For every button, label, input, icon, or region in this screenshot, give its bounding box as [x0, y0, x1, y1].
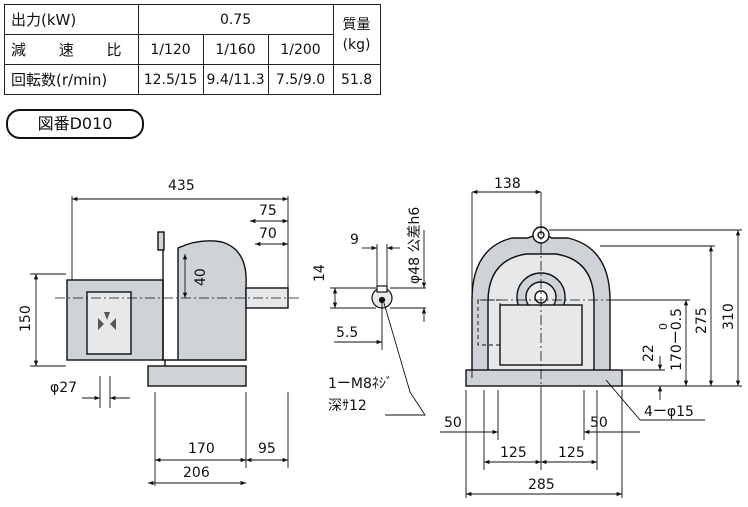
mass-label-line1: 質量 — [342, 16, 371, 33]
speed-cell: 9.4/11.3 — [202, 64, 269, 95]
side-view — [55, 231, 300, 387]
speed-cell: 12.5/15 — [137, 64, 204, 95]
dim-overall-length: 435 — [168, 178, 195, 194]
tap-note-line2: 深ｻ12 — [328, 398, 367, 414]
dim-foot-125-right: 125 — [558, 445, 585, 461]
front-base — [465, 369, 623, 387]
front-view — [465, 225, 623, 390]
terminal-box — [86, 291, 132, 355]
base-foot — [147, 365, 247, 387]
dim-shaft-height-40: 40 — [193, 268, 209, 286]
dim-front-138: 138 — [494, 176, 521, 192]
shaft-end-detail — [371, 285, 393, 309]
brand-logo — [98, 312, 116, 330]
dim-front-170: 170ー0.5 — [669, 308, 685, 371]
dim-front-310: 310 — [721, 303, 737, 330]
dim-key-5-5: 5.5 — [336, 325, 358, 341]
dim-front-22: 22 — [641, 344, 657, 362]
spec-table: 出力(kW) 0.75 質量 (kg) 減 速 比 1/120 1/160 1/… — [4, 4, 381, 95]
mass-label-line2: (kg) — [342, 36, 371, 53]
ratio-label: 減 速 比 — [4, 34, 139, 65]
dim-motor-dia: φ27 — [50, 380, 77, 396]
output-label: 出力(kW) — [4, 4, 139, 35]
eye-bolt — [157, 231, 165, 251]
dim-key-14: 14 — [312, 264, 328, 282]
tap-note-line1: 1ーM8ﾈｼﾞ — [328, 376, 393, 392]
dim-key-9: 9 — [350, 232, 359, 248]
dim-motor-height: 150 — [18, 305, 34, 332]
ratio-cell: 1/200 — [267, 34, 334, 65]
dim-base-206: 206 — [183, 465, 210, 481]
gear-housing — [162, 240, 247, 361]
speed-label: 回転数(r/min) — [4, 64, 139, 95]
mass-value: 51.8 — [332, 64, 381, 95]
dim-shaft-dia: φ48 公差h6 — [407, 207, 423, 284]
dim-base-95: 95 — [258, 441, 276, 457]
dim-front-275: 275 — [694, 307, 710, 334]
dim-front-285: 285 — [528, 477, 555, 493]
mass-header: 質量 (kg) — [332, 4, 381, 65]
dim-foot-125-left: 125 — [500, 445, 527, 461]
dim-foot-50-right: 50 — [590, 415, 608, 431]
speed-cell: 7.5/9.0 — [267, 64, 334, 95]
hole-note: 4ーφ15 — [644, 404, 694, 420]
dim-front-170-sup: 0 — [657, 323, 670, 330]
dim-shaft-70: 70 — [259, 226, 277, 242]
figure-id-badge: 図番D010 — [6, 109, 144, 139]
dim-base-170: 170 — [188, 441, 215, 457]
dim-foot-50-left: 50 — [444, 415, 462, 431]
output-value: 0.75 — [137, 4, 334, 35]
dim-shaft-75: 75 — [259, 203, 277, 219]
